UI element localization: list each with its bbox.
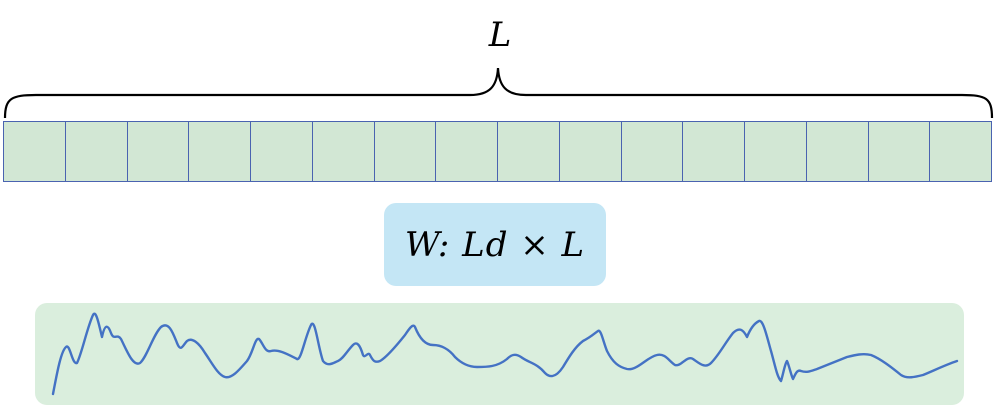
sequence-cells xyxy=(3,121,992,182)
sequence-cell xyxy=(559,122,622,181)
sequence-cell xyxy=(806,122,869,181)
sequence-cell xyxy=(868,122,931,181)
length-label: L xyxy=(488,15,512,55)
weight-matrix-box: W: Ld × L xyxy=(384,203,606,286)
sequence-cell xyxy=(312,122,375,181)
sequence-cell xyxy=(65,122,128,181)
output-signal-box xyxy=(35,303,964,405)
sequence-cell xyxy=(745,122,807,181)
sequence-cell xyxy=(498,122,560,181)
sequence-cell xyxy=(930,122,991,181)
weight-matrix-label: W: Ld × L xyxy=(404,224,586,265)
sequence-cell xyxy=(251,122,313,181)
sequence-cell xyxy=(683,122,745,181)
length-brace xyxy=(3,67,994,119)
sequence-cell xyxy=(189,122,251,181)
output-signal-waveform xyxy=(51,312,959,396)
sequence-cell xyxy=(4,122,66,181)
sequence-cell xyxy=(436,122,498,181)
sequence-cell xyxy=(127,122,190,181)
sequence-cell xyxy=(374,122,437,181)
sequence-cell xyxy=(621,122,684,181)
